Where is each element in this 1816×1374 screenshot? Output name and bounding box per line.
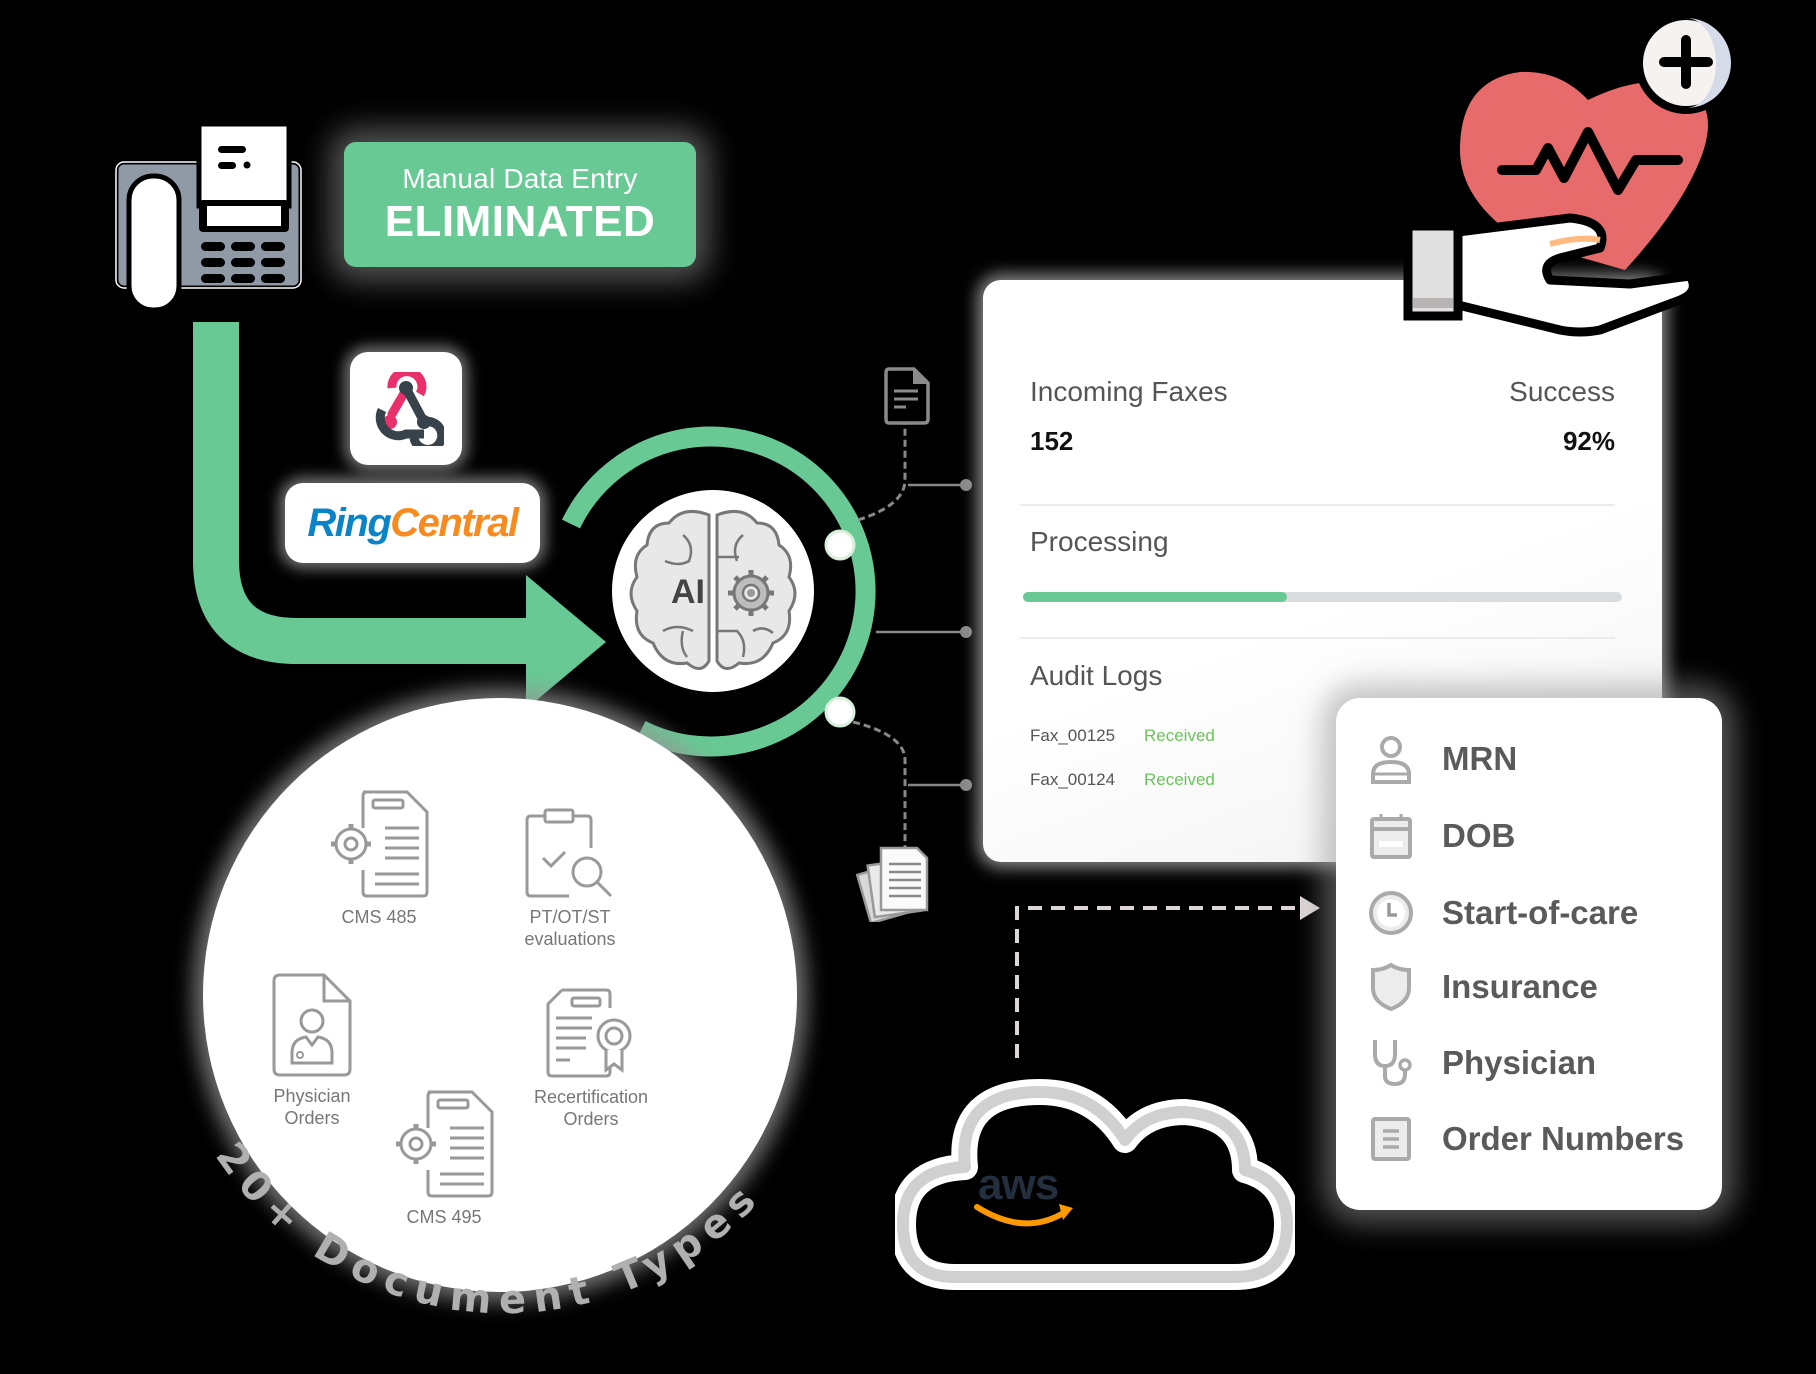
fax-id: Fax_00125: [1030, 726, 1116, 745]
field-physician: Physician: [1366, 1038, 1596, 1088]
ai-ring: [562, 426, 876, 757]
fax-status: Received: [1144, 770, 1215, 789]
audit-log-row: Fax_00124 Received: [1030, 770, 1215, 790]
incoming-faxes-value: 152: [1030, 426, 1074, 456]
flow-arrow: [193, 322, 530, 664]
certificate-document-icon: [546, 988, 632, 1078]
processing-progress-bar: [1023, 592, 1622, 602]
doc-type-physician-orders: Physician Orders: [247, 973, 377, 1129]
field-insurance: Insurance: [1366, 962, 1598, 1012]
clock-icon: [1366, 888, 1416, 938]
flow-arrow-head: [526, 575, 606, 709]
field-start-of-care: Start-of-care: [1366, 888, 1638, 938]
audit-logs-label: Audit Logs: [1030, 660, 1163, 691]
divider: [1020, 637, 1615, 639]
doc-type-cms-485: CMS 485: [299, 788, 459, 928]
webhook-icon: [375, 371, 444, 446]
document-gear-icon: [396, 1090, 494, 1198]
ringcentral-logo: RingCentral: [285, 483, 540, 563]
extracted-fields-card: MRN DOB Start-of-care Insurance Physicia…: [1336, 698, 1722, 1210]
incoming-document-icon: [884, 367, 930, 425]
document-list-icon: [1366, 1114, 1416, 1164]
doc-type-cms-495: CMS 495: [379, 1088, 509, 1228]
document-types-panel: CMS 485 PT/OT/ST evaluations Physician O…: [203, 698, 797, 1292]
heart-in-hand-icon: [1403, 12, 1737, 337]
incoming-faxes-label: Incoming Faxes: [1030, 376, 1228, 407]
brain-gear-icon: AI: [629, 509, 797, 670]
stacked-documents-icon: [855, 846, 929, 922]
aws-logo-text: aws: [978, 1160, 1059, 1209]
user-icon: [1366, 734, 1416, 784]
doc-type-pt-ot-st: PT/OT/ST evaluations: [495, 808, 645, 950]
badge-title: ELIMINATED: [384, 196, 656, 246]
fax-machine-icon: [113, 121, 303, 312]
doc-type-recertification-orders: Recertification Orders: [501, 988, 681, 1130]
shield-icon: [1366, 962, 1416, 1012]
processing-label: Processing: [1030, 526, 1169, 557]
clipboard-search-icon: [525, 808, 613, 898]
field-order-numbers: Order Numbers: [1366, 1114, 1684, 1164]
webhook-logo: [350, 352, 462, 465]
divider: [1020, 504, 1615, 506]
fax-id: Fax_00124: [1030, 770, 1116, 789]
stethoscope-icon: [1366, 1038, 1416, 1088]
success-label: Success: [1509, 376, 1615, 407]
svg-text:AI: AI: [671, 573, 705, 611]
fax-status: Received: [1144, 726, 1215, 745]
badge-subtitle: Manual Data Entry: [402, 162, 638, 194]
document-gear-icon: [331, 790, 429, 898]
aws-cloud-icon: [895, 1079, 1295, 1290]
field-mrn: MRN: [1366, 734, 1517, 784]
manual-data-entry-badge: Manual Data Entry ELIMINATED: [344, 142, 696, 267]
calendar-icon: [1366, 811, 1416, 861]
physician-document-icon: [272, 973, 352, 1077]
ring-node-bottom: [824, 696, 856, 728]
ring-node-top: [824, 529, 856, 561]
svg-text:20+ Document Types: 20+ Document Types: [206, 1134, 771, 1324]
ringcentral-wordmark: RingCentral: [307, 500, 519, 545]
ai-brain: AI: [612, 490, 814, 692]
field-dob: DOB: [1366, 811, 1515, 861]
processing-progress-fill: [1023, 592, 1287, 602]
success-value: 92%: [1562, 426, 1615, 456]
audit-log-row: Fax_00125 Received: [1030, 726, 1215, 746]
